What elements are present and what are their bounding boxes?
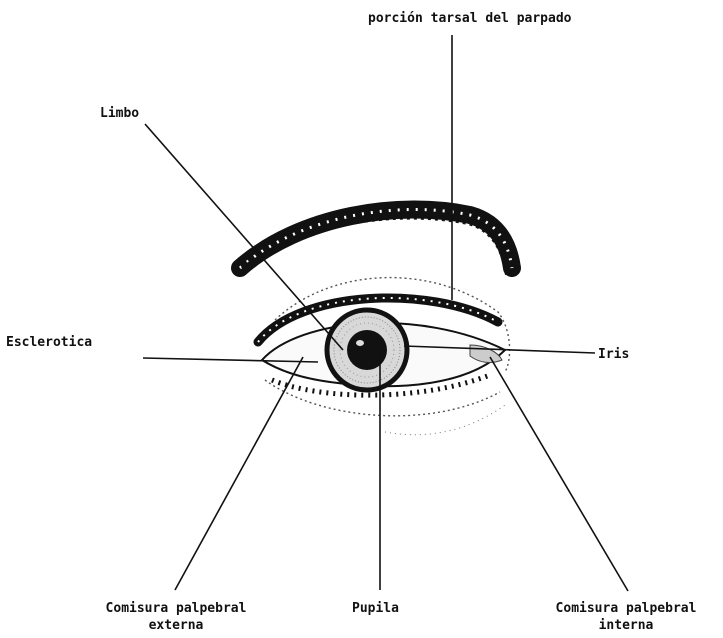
leader-limbo <box>145 124 343 350</box>
label-comisura-externa-line1: Comisura palpebral <box>78 600 274 617</box>
label-comisura-interna-line1: Comisura palpebral <box>528 600 723 617</box>
pupil <box>347 330 387 370</box>
label-tarsal-portion: porción tarsal del parpado <box>368 10 572 27</box>
leader-comisura-interna <box>490 357 628 591</box>
label-comisura-interna: Comisura palpebral interna <box>528 600 723 634</box>
label-limbo: Limbo <box>100 105 139 122</box>
leader-comisura-externa <box>175 357 303 590</box>
label-pupila: Pupila <box>352 600 399 617</box>
label-esclerotica: Esclerotica <box>6 334 92 351</box>
eyebrow <box>236 209 512 275</box>
label-comisura-interna-line2: interna <box>528 617 723 634</box>
label-comisura-externa: Comisura palpebral externa <box>78 600 274 634</box>
label-comisura-externa-line2: externa <box>78 617 274 634</box>
label-iris: Iris <box>598 346 629 363</box>
